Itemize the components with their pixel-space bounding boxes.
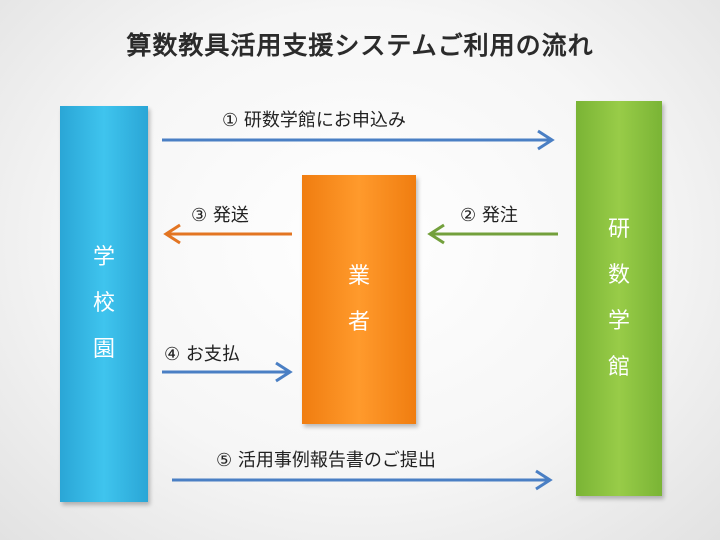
school-char: 校: [92, 291, 115, 316]
arrow-step-5-head: [535, 469, 553, 491]
arrow-step-3-head: [163, 223, 181, 245]
school-char: 学: [92, 245, 115, 270]
arrow-step-2-head: [427, 223, 445, 245]
vendor-node: 業 者: [302, 175, 416, 424]
step-2-label: ② 発注: [460, 205, 518, 226]
arrow-step-2: [427, 223, 558, 245]
page-title: 算数教具活用支援システムご利用の流れ: [126, 31, 594, 60]
museum-char: 学: [607, 308, 630, 334]
step-1-label: ① 研数学館にお申込み: [222, 110, 406, 131]
vendor-char: 者: [347, 309, 370, 335]
step-4-label: ④ お支払: [164, 344, 240, 365]
museum-char: 数: [607, 262, 630, 288]
arrow-step-3: [163, 223, 292, 245]
arrow-step-4: [162, 361, 293, 383]
arrow-step-5: [172, 469, 553, 491]
step-3-label: ③ 発送: [191, 205, 249, 226]
arrow-step-1: [162, 129, 555, 151]
museum-char: 館: [607, 354, 630, 380]
step-5-label: ⑤ 活用事例報告書のご提出: [216, 450, 436, 471]
school-node: 学 校 園: [60, 106, 148, 502]
museum-char: 研: [607, 216, 630, 242]
vendor-char: 業: [347, 263, 370, 289]
arrow-step-4-head: [275, 361, 293, 383]
museum-node: 研 数 学 館: [576, 101, 662, 496]
arrow-step-1-head: [537, 129, 555, 151]
school-char: 園: [92, 337, 115, 362]
